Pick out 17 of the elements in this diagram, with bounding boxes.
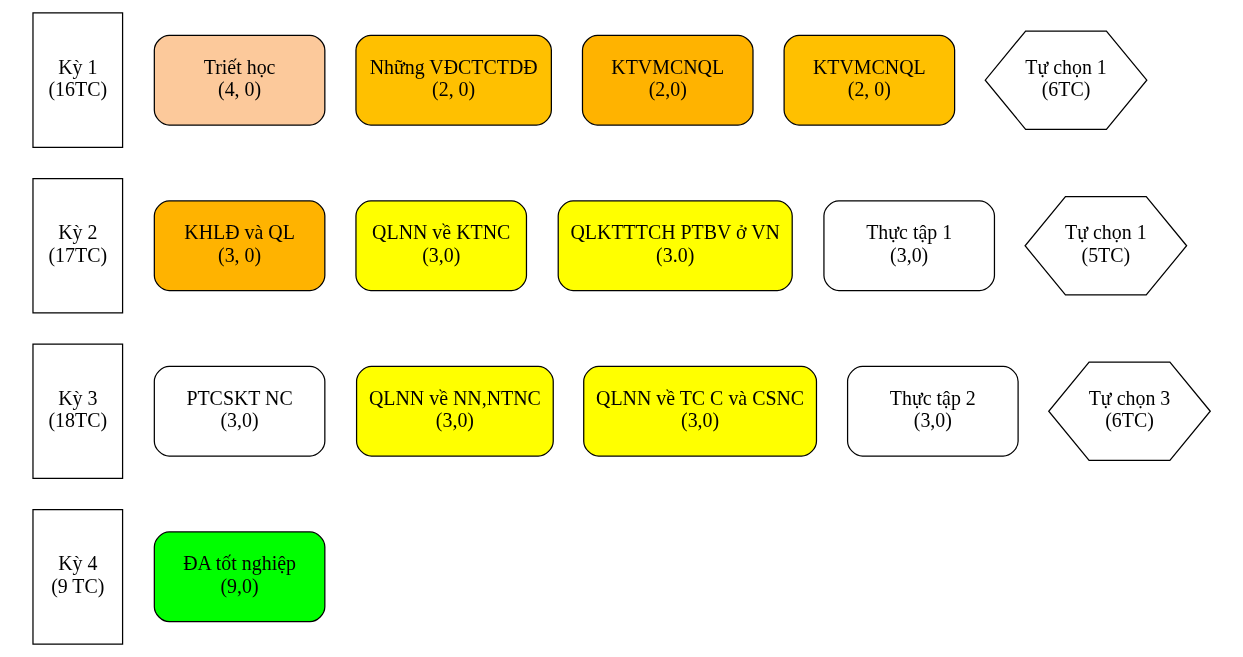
node-box: QLNN về NN,NTNC (3,0) [355,365,554,457]
node-box: QLNN về KTNC (3,0) [355,200,528,292]
node-box: Kỳ 4 (9 TC) [32,508,124,645]
node-box: Kỳ 3 (18TC) [32,343,124,480]
node-box: Thực tập 1 (3,0) [823,200,996,292]
node-box: Triết học (4, 0) [153,34,326,126]
node-box: Kỳ 2 (17TC) [32,177,124,314]
node-box: KTVMCNQL (2,0) [581,34,754,126]
node-box: KHLĐ và QL (3, 0) [153,200,326,292]
node-box: ĐA tốt nghiệp (9,0) [153,531,326,623]
node-box: PTCSKT NC (3,0) [153,365,326,457]
node-box: QLKTTTCH PTBV ở VN (3.0) [557,200,793,292]
node-box: KTVMCNQL (2, 0) [783,34,956,126]
node-box: Thực tập 2 (3,0) [846,365,1019,457]
node-box: QLNN về TC C và CSNC (3,0) [583,365,818,457]
node-box: Những VĐCTCTDĐ (2, 0) [355,34,552,126]
node-box: Kỳ 1 (16TC) [32,12,124,149]
